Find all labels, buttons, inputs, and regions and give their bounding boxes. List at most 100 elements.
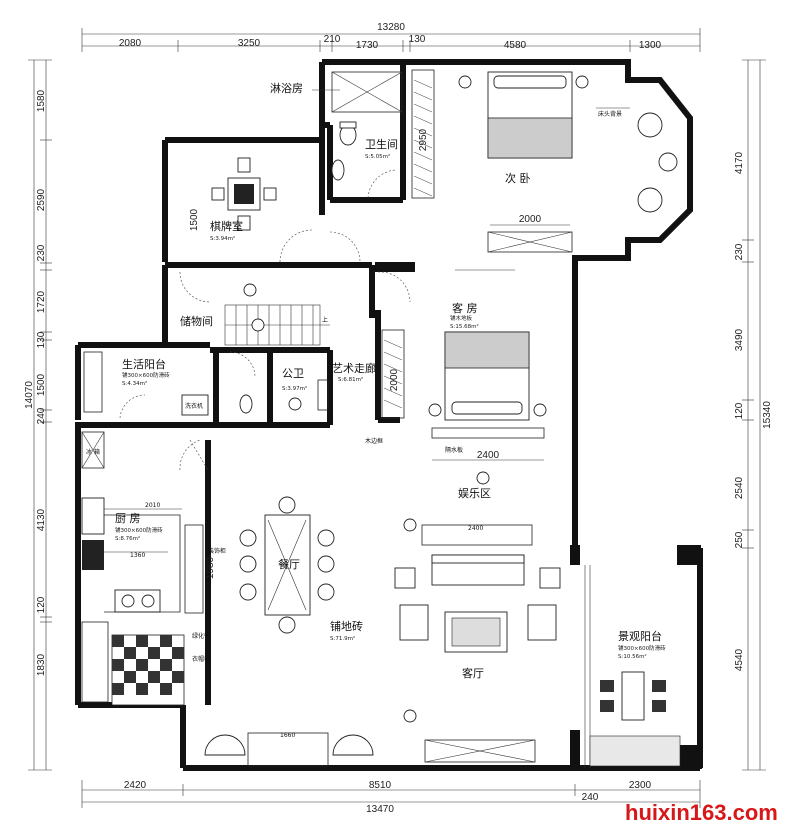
label-laundry-balcony: 生活阳台 bbox=[122, 357, 166, 371]
dining: 餐厅 装饰柜 bbox=[208, 496, 335, 634]
dim-right-1: 4170 bbox=[734, 151, 745, 174]
columns bbox=[375, 262, 702, 769]
dim-1500: 1500 bbox=[189, 208, 200, 231]
armchair-left bbox=[399, 604, 429, 641]
kitchen-tile: 铺300×600防滑砖 bbox=[115, 526, 163, 534]
view-balcony: 景观阳台 铺300×600防滑砖 S:10.56m² bbox=[584, 565, 681, 768]
sink-icon bbox=[331, 159, 345, 181]
kitchen: 冰 箱 厨 房 铺300×600防滑砖 S:8.76m² 2010 1360 1… bbox=[81, 431, 216, 614]
label-dining: 餐厅 bbox=[278, 557, 300, 571]
bathroom: 卫生间 S:5.05m² bbox=[331, 121, 398, 199]
washer bbox=[181, 394, 209, 416]
dim-left-total: 14070 bbox=[24, 381, 35, 409]
dim-right-3: 3490 bbox=[734, 328, 745, 351]
bay-note: 床头背景 bbox=[598, 110, 622, 118]
chess-room: 棋牌室 S:3.94m² 1500 bbox=[189, 157, 361, 263]
dim-2950: 2950 bbox=[418, 128, 429, 151]
view-tile: 铺300×600防滑砖 bbox=[618, 644, 666, 652]
dining-table bbox=[264, 514, 311, 616]
art-corridor: 艺术走廊 S:6.81m² bbox=[317, 361, 376, 411]
dim-left-2: 2590 bbox=[36, 188, 47, 211]
top-dimensions: 13280 2080 3250 210 1730 130 4580 1300 bbox=[81, 22, 701, 52]
label-public-wc: 公卫 bbox=[282, 367, 304, 380]
dim-bottom-3: 2300 bbox=[629, 780, 652, 791]
dim-right-6: 250 bbox=[734, 531, 745, 548]
dim-top-3: 210 bbox=[324, 34, 341, 45]
washer-label: 洗衣机 bbox=[185, 402, 203, 410]
dim-top-6: 4580 bbox=[504, 40, 527, 51]
dim-top-4: 1730 bbox=[356, 40, 379, 51]
watermark: huixin163.com bbox=[625, 800, 778, 825]
dim-bottom-small: 240 bbox=[582, 792, 599, 803]
dim-2000-bed2: 2000 bbox=[519, 214, 542, 225]
dim-right-4: 120 bbox=[734, 402, 745, 419]
dim-top-7: 1300 bbox=[639, 40, 662, 51]
laundry-balcony: 生活阳台 铺300×600防滑砖 S:4.34m² 洗衣机 bbox=[83, 351, 209, 419]
label-floor-tile: 铺地砖 bbox=[330, 619, 363, 633]
laundry-area: S:4.34m² bbox=[122, 380, 147, 387]
dim-left-8: 4130 bbox=[36, 508, 47, 531]
dim-right-total: 15340 bbox=[762, 401, 773, 429]
guest-wardrobe bbox=[381, 329, 405, 419]
dim-2400: 2400 bbox=[477, 450, 500, 461]
chess-area: S:3.94m² bbox=[210, 235, 235, 242]
kitchen-sink-icon bbox=[81, 497, 105, 535]
dim-left-9: 120 bbox=[36, 596, 47, 613]
fridge-label: 冰 箱 bbox=[86, 448, 100, 456]
label-shower: 淋浴房 bbox=[270, 82, 303, 95]
guest-room: 2000 客 房 铺木地板 S:15.68m² 木边框 隔水板 2400 bbox=[365, 269, 547, 461]
label-storage: 储物间 bbox=[180, 314, 213, 328]
storage-room: 储物间 上 bbox=[179, 271, 330, 346]
public-wc-area: S:3.97m² bbox=[282, 385, 307, 392]
shoe-cabinet: 衣帽柜 bbox=[192, 655, 210, 663]
dim-1360: 1360 bbox=[130, 552, 145, 559]
dim-top-total: 13280 bbox=[377, 22, 405, 33]
public-wc: 公卫 S:3.97m² bbox=[229, 351, 307, 414]
dim-right-5: 2540 bbox=[734, 476, 745, 499]
dim-left-3: 230 bbox=[36, 244, 47, 261]
wood-strip: 木边框 bbox=[365, 437, 383, 445]
bathroom-area: S:5.05m² bbox=[365, 153, 390, 160]
dim-left-6: 1500 bbox=[36, 373, 47, 396]
wardrobe bbox=[411, 69, 435, 199]
dim-left-10: 1830 bbox=[36, 653, 47, 676]
greenery-label: 绿化带 bbox=[192, 632, 210, 640]
entertainment-area: 娱乐区 bbox=[458, 471, 491, 500]
right-dimensions: 4170 230 3490 120 2540 250 4540 15340 bbox=[734, 59, 773, 771]
wc-toilet-icon bbox=[239, 394, 253, 414]
label-entertainment: 娱乐区 bbox=[458, 486, 491, 500]
dim-top-2: 3250 bbox=[238, 38, 261, 49]
second-bedroom: 2950 次 卧 床头背景 2000 bbox=[411, 69, 678, 253]
dim-bottom-2: 8510 bbox=[369, 780, 392, 791]
shower-room: 淋浴房 bbox=[270, 71, 403, 113]
bottom-dimensions: 2420 8510 2300 240 13470 bbox=[81, 780, 701, 815]
dim-2000-guest: 2000 bbox=[389, 368, 400, 391]
label-second-bedroom: 次 卧 bbox=[505, 171, 531, 185]
view-area: S:10.56m² bbox=[618, 653, 647, 660]
fridge bbox=[81, 431, 105, 469]
guest-floor: 铺木地板 bbox=[450, 314, 473, 322]
laundry-tile: 铺300×600防滑砖 bbox=[122, 371, 170, 379]
kitchen-area: S:8.76m² bbox=[115, 535, 140, 542]
staircase bbox=[224, 304, 330, 346]
label-art-corridor: 艺术走廊 bbox=[332, 361, 376, 375]
dim-top-1: 2080 bbox=[119, 38, 142, 49]
dim-1660: 1660 bbox=[280, 732, 295, 739]
wc-sink-icon bbox=[288, 397, 302, 411]
label-view-balcony: 景观阳台 bbox=[618, 629, 662, 643]
dim-left-1: 1580 bbox=[36, 89, 47, 112]
armchair-right bbox=[527, 604, 557, 641]
balcony-table bbox=[621, 671, 645, 721]
label-chess-room: 棋牌室 bbox=[210, 219, 243, 233]
label-kitchen: 厨 房 bbox=[115, 512, 141, 525]
dim-right-2: 230 bbox=[734, 243, 745, 260]
dim-2400-sofa: 2400 bbox=[468, 525, 483, 532]
stairs-up: 上 bbox=[322, 316, 328, 324]
label-guest-room: 客 房 bbox=[452, 301, 478, 315]
water-panel: 隔水板 bbox=[445, 446, 463, 454]
label-living-room: 客厅 bbox=[462, 666, 484, 680]
dim-left-4: 1720 bbox=[36, 290, 47, 313]
art-area: S:6.81m² bbox=[338, 376, 363, 383]
dim-top-5: 130 bbox=[409, 34, 426, 45]
label-bathroom: 卫生间 bbox=[365, 137, 398, 151]
